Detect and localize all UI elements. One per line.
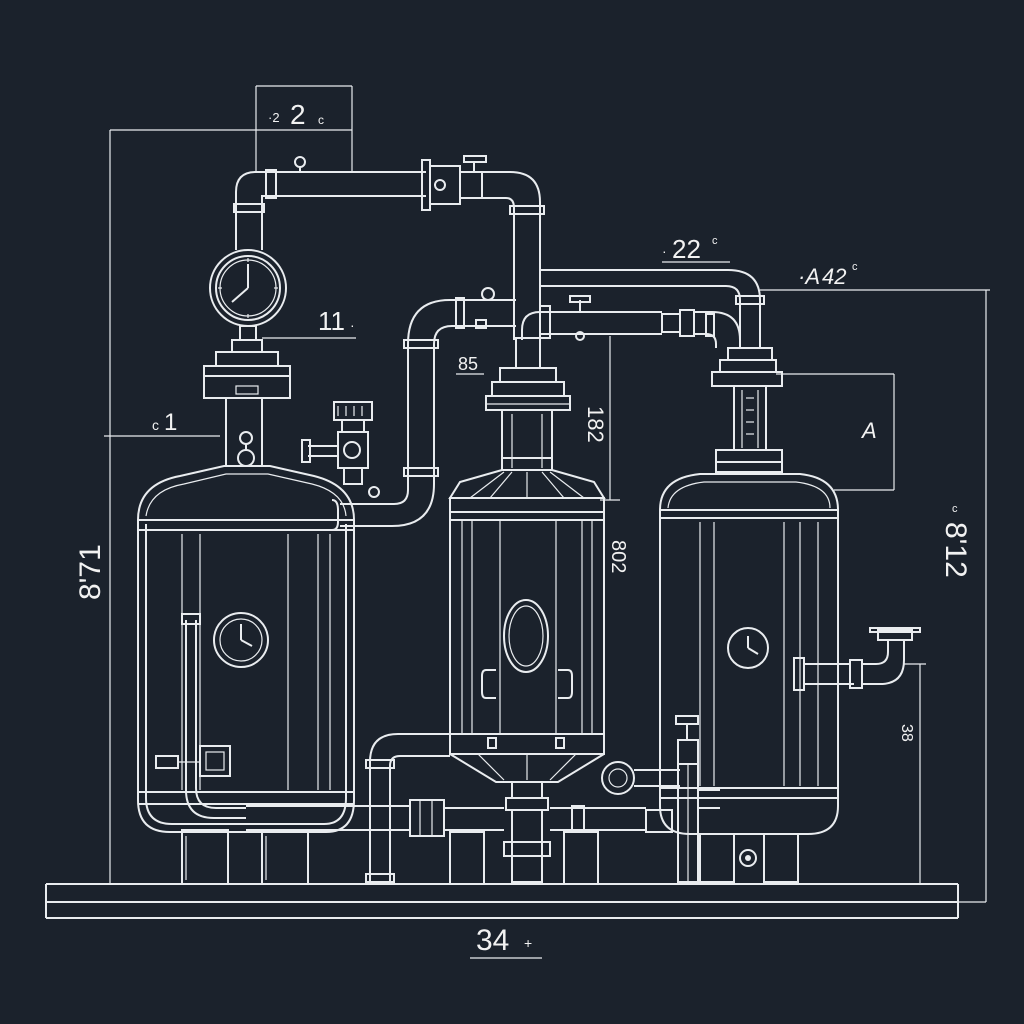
dim-label-802: 802 [607,540,629,573]
right-tank [659,347,921,883]
upper-right-pipes [521,269,765,348]
dim-top-2-c: c [318,113,324,127]
dim-label-22: 22 [672,234,701,264]
bottom-pipes [246,715,720,883]
dim-label-22-suffix: c [712,235,718,247]
dim-label-11-small: · [350,317,355,333]
dim-top-2-small: ·2 [268,110,280,125]
dim-label-11: 11 [318,306,345,336]
left-valve [301,287,516,531]
base-platform [45,883,959,919]
dim-label-42: 42 [822,264,846,289]
dim-label-22-prefix: · [662,243,667,259]
dim-label-38: 38 [898,724,915,742]
dim-left-vertical: 8'71 [74,544,107,600]
dim-label-A: A [860,418,877,443]
dim-right-vertical: 8'12 [939,522,972,578]
dim-label-85: 85 [458,354,478,374]
pressure-gauge [209,249,287,341]
dim-label-42-suffix: c [852,261,858,273]
dim-top-2: 2 [290,99,306,130]
dim-label-182: 182 [583,406,608,443]
dim-right-small: c [952,503,958,515]
dim-left-1-prefix: c [152,417,159,433]
dim-label-42-prefix: ·A [798,264,820,289]
dim-left-1: 1 [164,409,177,436]
middle-vessel [448,337,606,885]
left-tank [137,339,355,885]
dimension-lines [104,85,990,959]
dim-bottom-34: 34 [476,924,509,957]
dimension-labels: ·2 2 c 11 · c 1 8'71 85 182 802 · 22 c ·… [74,99,972,957]
dim-bottom-34-plus: + [524,935,532,951]
top-pipe [233,155,545,340]
